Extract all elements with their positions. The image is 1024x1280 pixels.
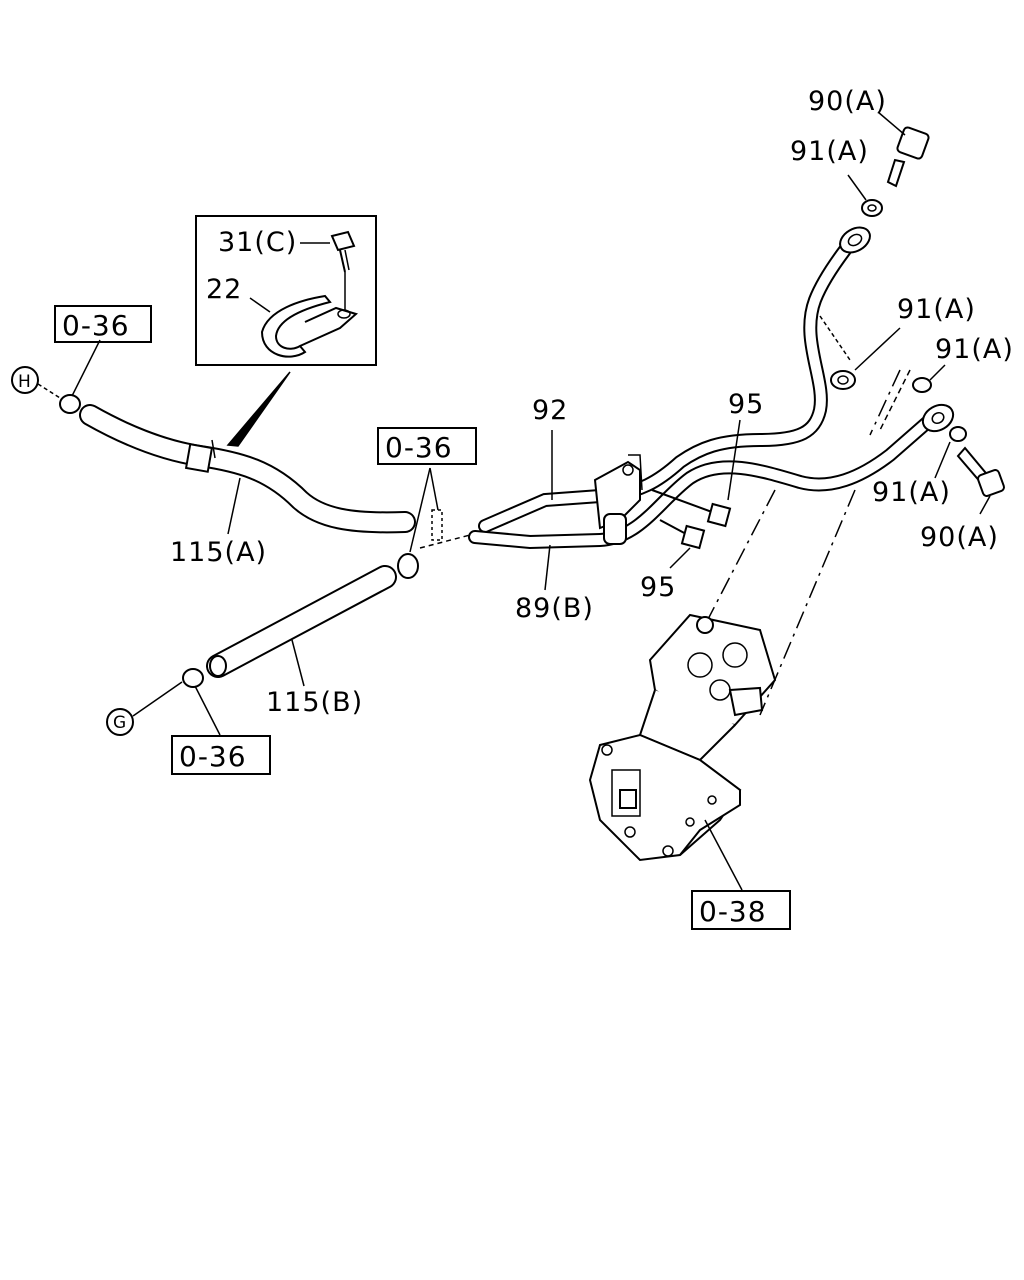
clamp-upper-left-icon bbox=[59, 339, 101, 414]
pipe-92: 92 bbox=[478, 243, 852, 533]
label-95-lower: 95 bbox=[640, 572, 676, 603]
label-91a-lower: 91(A) bbox=[872, 477, 951, 508]
air-compressor-icon bbox=[588, 613, 777, 891]
ref-box-compressor: 0-38 bbox=[691, 890, 791, 930]
clip-22-icon bbox=[260, 294, 359, 358]
ref-box-center: 0-36 bbox=[377, 427, 477, 465]
label-91a-top: 91(A) bbox=[790, 136, 869, 167]
washer-91a-lower-icon: 91(A) bbox=[872, 426, 967, 508]
ref-box-upper-left: 0-36 bbox=[54, 305, 152, 343]
bracket-icon bbox=[593, 454, 643, 545]
hose-115a: 115(A) bbox=[79, 404, 416, 568]
clamp-lower-left-icon bbox=[182, 668, 221, 736]
label-31c: 31(C) bbox=[218, 227, 297, 258]
label-95-upper: 95 bbox=[728, 389, 764, 420]
bolt-90a-lower-icon: 90(A) bbox=[920, 446, 1005, 553]
detail-inset: 31(C) 22 bbox=[195, 215, 377, 447]
connector-h-label: H bbox=[18, 372, 31, 392]
hose-115b: 115(B) bbox=[206, 565, 397, 718]
label-22: 22 bbox=[206, 274, 242, 305]
label-115a: 115(A) bbox=[170, 537, 267, 568]
ref-label-compressor: 0-38 bbox=[699, 895, 767, 928]
label-91a-mid: 91(A) bbox=[897, 294, 976, 325]
banjo-fitting-top-icon bbox=[839, 226, 871, 254]
banjo-fitting-right-icon bbox=[921, 403, 955, 433]
bolt-31c-icon bbox=[330, 230, 356, 312]
clamp-center-icon bbox=[397, 467, 471, 579]
label-90a-top: 90(A) bbox=[808, 86, 887, 117]
washer-91a-mid-icon: 91(A) bbox=[819, 294, 976, 390]
ref-box-lower-left: 0-36 bbox=[171, 735, 271, 775]
bolt-95-lower-icon: 95 bbox=[640, 519, 706, 603]
label-92: 92 bbox=[532, 395, 568, 426]
ref-label-upper-left: 0-36 bbox=[62, 309, 130, 342]
pipe-89b: 89(B) bbox=[468, 413, 937, 624]
bolt-95-upper-icon: 95 bbox=[651, 389, 764, 528]
ref-label-center: 0-36 bbox=[385, 431, 453, 464]
label-115b: 115(B) bbox=[266, 687, 363, 718]
ref-label-lower-left: 0-36 bbox=[179, 740, 247, 773]
connector-h: H bbox=[11, 366, 61, 399]
connector-g-label: G bbox=[113, 713, 126, 733]
label-91a-right: 91(A) bbox=[935, 334, 1014, 365]
washer-91a-right-icon: 91(A) bbox=[879, 334, 1014, 431]
bolt-90a-top-icon: 90(A) bbox=[808, 86, 930, 188]
label-89b: 89(B) bbox=[515, 593, 594, 624]
washer-91a-top-icon: 91(A) bbox=[790, 136, 883, 217]
label-90a-lower: 90(A) bbox=[920, 522, 999, 553]
connector-g: G bbox=[106, 681, 183, 736]
